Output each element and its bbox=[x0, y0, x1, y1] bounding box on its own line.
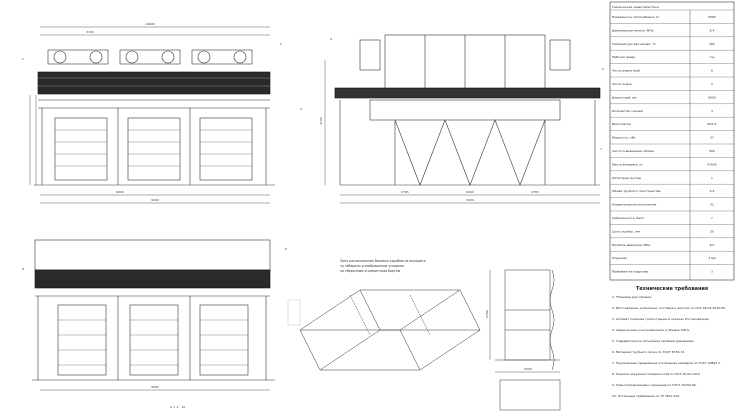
spec-row-value: 1 bbox=[711, 176, 713, 180]
spec-row-label: Число рядов труб bbox=[612, 69, 640, 73]
detail-height-dim: 2780 bbox=[485, 310, 489, 318]
spec-row-value: 37 bbox=[710, 136, 714, 140]
spec-row-label: Вентилятор bbox=[612, 122, 631, 126]
tech-requirement-item: 10. Остальные требования по ТУ 3612-001. bbox=[612, 394, 680, 398]
side-inner-dim: 6000 bbox=[466, 190, 474, 194]
label-stack bbox=[287, 299, 301, 326]
spec-row-label: Частота вращения, об/мин bbox=[612, 149, 654, 153]
spec-row-label: Длина труб, мм bbox=[612, 95, 637, 99]
spec-row-label: Давление расчетное, МПа bbox=[612, 28, 654, 32]
spec-row-label: Коррозия bbox=[612, 256, 627, 260]
spec-row-value: 3 мм bbox=[708, 256, 715, 260]
spec-row-value: 5,2 bbox=[710, 189, 715, 193]
callout-number: 5 bbox=[602, 67, 604, 71]
spec-row-value: У1 bbox=[710, 203, 714, 207]
scale-mark: А = 1 : 10 bbox=[170, 405, 185, 409]
tech-requirement-item: 9. Транспортирование и хранение по ГОСТ … bbox=[612, 383, 697, 387]
spec-row-value: 3 bbox=[711, 270, 713, 274]
spec-row-value: 41500 bbox=[707, 162, 717, 166]
spec-row-value: 500 bbox=[709, 149, 715, 153]
spec-row-label: Прибавка на коррозию bbox=[612, 270, 649, 274]
front-bottom-dim-2: 9000 bbox=[151, 198, 159, 202]
note-line-3: по сборочным и ремонтным бортам bbox=[340, 269, 401, 273]
spec-row-label: Поверхность теплообмена, м² bbox=[612, 15, 660, 19]
spec-row-label: Масса аппарата, кг bbox=[612, 162, 643, 166]
spec-row-value: 6 bbox=[711, 69, 713, 73]
spec-row-label: Объём трубного пространства bbox=[612, 189, 661, 193]
callout-number: 2 bbox=[280, 42, 282, 46]
spec-row-value: 20 bbox=[710, 229, 714, 233]
tech-requirements: Технические требования 1. *Размеры для с… bbox=[612, 285, 726, 398]
side-left-dim: 2765 bbox=[401, 190, 409, 194]
spec-row-value: 6,4 bbox=[710, 28, 715, 32]
spec-row-value: 8000 bbox=[708, 95, 716, 99]
note-line-2: за габариты и изображение условное bbox=[340, 264, 404, 268]
spec-row-value: 7 bbox=[711, 216, 713, 220]
front-seg-dim: 3150 bbox=[86, 30, 94, 34]
callout-number: 7 bbox=[600, 147, 602, 151]
tech-requirement-item: 5. Гидравлическое испытание пробным давл… bbox=[612, 339, 695, 343]
front-view bbox=[29, 26, 275, 204]
spec-table: Техническая характеристика Поверхность т… bbox=[609, 1, 735, 281]
spec-row-value: ВАТ-5 bbox=[708, 122, 717, 126]
spec-row-label: Мощность, кВт bbox=[612, 136, 636, 140]
spec-row-value: 5560 bbox=[708, 15, 716, 19]
spec-row-label: Температура расчетная, °С bbox=[611, 42, 656, 46]
spec-row-value: газ bbox=[709, 55, 714, 59]
callout-number: 1 bbox=[22, 57, 24, 61]
side-view bbox=[324, 34, 601, 204]
tech-requirement-item: 1. *Размеры для справок. bbox=[612, 295, 652, 299]
isometric-detail bbox=[299, 289, 481, 371]
spec-row-value: 300 bbox=[709, 42, 715, 46]
spec-row-label: Сейсмичность, балл bbox=[612, 216, 644, 220]
section-detail bbox=[489, 269, 561, 411]
side-right-dim: 2765 bbox=[531, 190, 539, 194]
plan-view bbox=[32, 239, 275, 391]
tech-requirement-item: 7. Неуказанные предельные отклонения раз… bbox=[612, 361, 721, 365]
spec-row-value: 2 bbox=[711, 82, 713, 86]
spec-row-value: 8,0 bbox=[710, 243, 715, 247]
tech-requirements-title: Технические требования bbox=[636, 285, 708, 292]
side-overall-dim: 9264 bbox=[466, 198, 474, 202]
front-bottom-dim-1: 6000 bbox=[116, 190, 124, 194]
spec-row-label: Количество секций bbox=[612, 109, 643, 113]
callout-number: 6 bbox=[285, 247, 287, 251]
callout-number: 4 bbox=[330, 37, 332, 41]
spec-row-label: Рабочая среда bbox=[612, 55, 635, 59]
callout-number: 3 bbox=[300, 107, 302, 111]
spec-table-header: Техническая характеристика bbox=[611, 5, 659, 9]
detail-width-dim: 2500 bbox=[524, 367, 532, 371]
spec-row-label: Категория группы bbox=[612, 176, 642, 180]
note-block: Зона расположения боковых коробов не вых… bbox=[340, 259, 426, 273]
tech-requirement-item: 4. Сварные швы контролировать в объеме 1… bbox=[612, 328, 690, 332]
spec-row-label: Число ходов bbox=[612, 82, 632, 86]
spec-row-value: 3 bbox=[711, 109, 713, 113]
spec-row-label: Климатическое исполнение bbox=[612, 203, 657, 207]
front-top-dim: 14000 bbox=[145, 22, 155, 26]
note-line-1: Зона расположения боковых коробов не вых… bbox=[340, 259, 426, 263]
spec-row-label: Срок службы, лет bbox=[612, 229, 641, 233]
tech-requirement-item: 6. Материал трубного пучка по ГОСТ 8733-… bbox=[612, 350, 685, 354]
callout-number: 8 bbox=[22, 267, 24, 271]
tech-requirement-item: 2. Изготовление, испытание, поставка и м… bbox=[612, 306, 726, 310]
tech-requirement-item: 3. Аппарат подлежит регистрации в органа… bbox=[612, 317, 709, 321]
plan-bottom-dim: 9000 bbox=[151, 385, 159, 389]
side-height-dim: 7100 bbox=[319, 117, 323, 125]
tech-requirement-item: 8. Окраска наружных поверхностей по ОСТ … bbox=[612, 372, 701, 376]
spec-row-label: Пробное давление, МПа bbox=[612, 243, 650, 247]
